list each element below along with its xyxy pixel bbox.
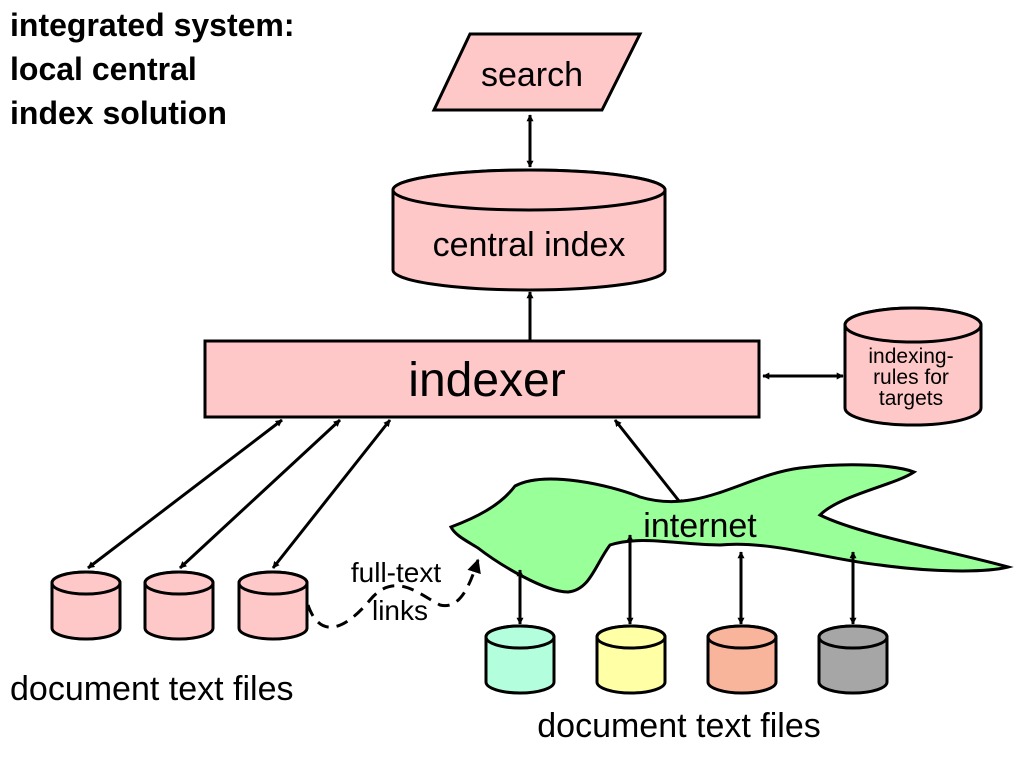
search-shape xyxy=(431,32,643,112)
search-node: search xyxy=(431,32,643,112)
title-line-2: local central xyxy=(10,51,197,87)
arrow-indexer-internet xyxy=(613,419,685,507)
title-line-3: index solution xyxy=(10,95,227,131)
indexer-label: indexer xyxy=(408,354,565,407)
indexer-box xyxy=(203,339,761,419)
search-label: search xyxy=(481,56,583,94)
local-db-1 xyxy=(50,570,122,641)
fulltext-label-2: links xyxy=(372,595,428,626)
local-db-2 xyxy=(143,570,215,641)
internet-node: internet xyxy=(448,463,1014,594)
remote-db-4-top xyxy=(817,624,889,650)
rules-label-3: targets xyxy=(879,387,943,410)
remote-db-1-top xyxy=(484,624,556,650)
title-line-1: integrated system: xyxy=(10,7,295,43)
remote-db-2 xyxy=(595,624,667,695)
remote-db-4 xyxy=(817,624,889,695)
arrow-indexer-local-2 xyxy=(178,418,342,570)
rules-top xyxy=(843,306,983,344)
remote-db-3 xyxy=(706,624,778,695)
remote-db-1 xyxy=(484,624,556,695)
local-db-2-top xyxy=(143,570,215,596)
rules-label-1: indexing- xyxy=(868,345,953,368)
central-index-node: central index xyxy=(391,168,667,292)
remote-db-2-top xyxy=(595,624,667,650)
local-files-label: document text files xyxy=(10,670,293,708)
rules-node: indexing- rules for targets xyxy=(843,306,983,427)
fulltext-label-1: full-text xyxy=(351,557,441,588)
central-index-top xyxy=(391,168,667,212)
rules-label-2: rules for xyxy=(873,366,949,389)
fulltext-link-curve xyxy=(306,558,481,629)
local-db-3 xyxy=(237,570,309,641)
local-db-3-top xyxy=(237,570,309,596)
remote-db-3-top xyxy=(706,624,778,650)
internet-label: internet xyxy=(643,507,757,545)
local-db-1-top xyxy=(50,570,122,596)
internet-shape xyxy=(448,463,1014,594)
central-index-label: central index xyxy=(433,226,626,264)
indexer-node: indexer xyxy=(203,339,761,419)
arrow-indexer-local-3 xyxy=(271,419,392,569)
remote-files-label: document text files xyxy=(537,707,820,745)
arrow-indexer-local-1 xyxy=(87,418,283,570)
